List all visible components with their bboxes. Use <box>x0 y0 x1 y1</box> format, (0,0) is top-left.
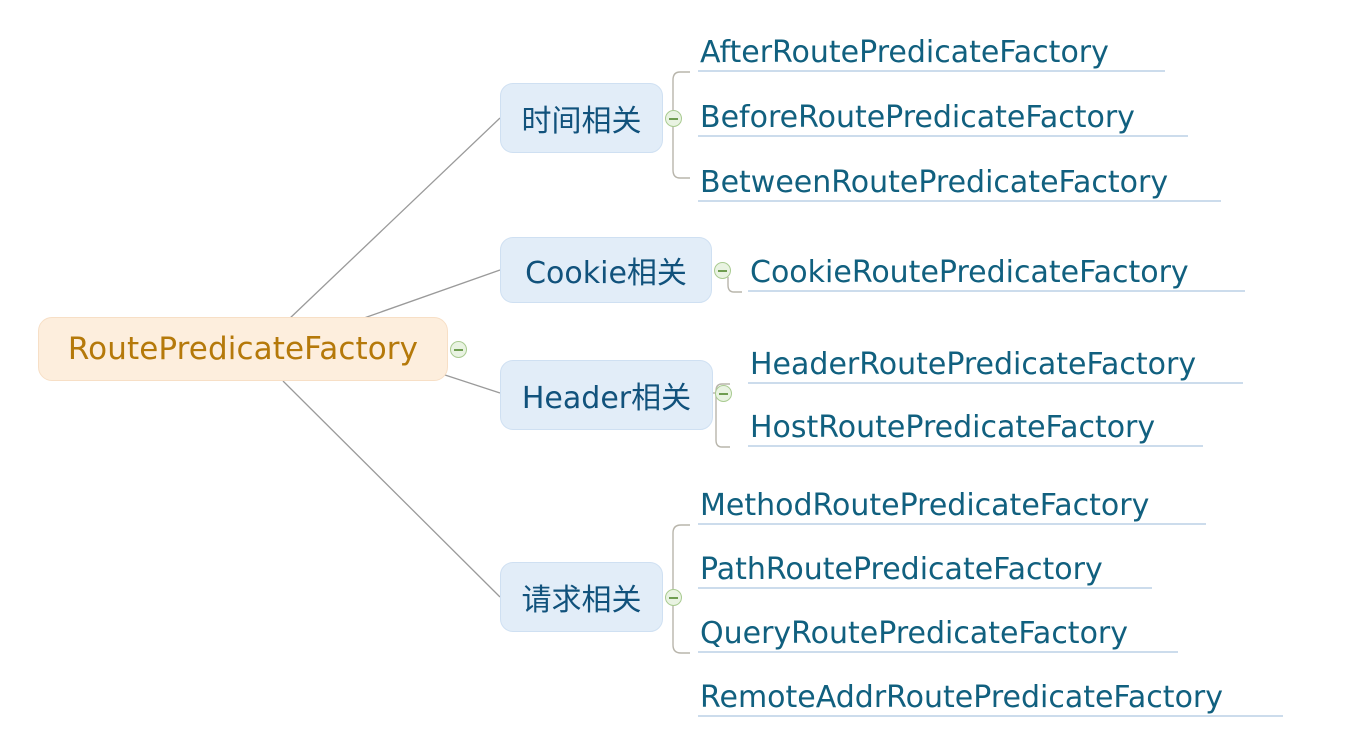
branch-node-time[interactable]: 时间相关 <box>500 83 663 153</box>
leaf-node-before[interactable]: BeforeRoutePredicateFactory <box>698 93 1188 137</box>
branch-node-cookie-label: Cookie相关 <box>525 256 687 291</box>
branch-node-cookie[interactable]: Cookie相关 <box>500 237 712 303</box>
leaf-node-header[interactable]: HeaderRoutePredicateFactory <box>748 340 1243 384</box>
branch-header-collapse-minus-icon[interactable] <box>715 385 732 402</box>
leaf-node-query-label: QueryRoutePredicateFactory <box>700 616 1129 652</box>
leaf-node-header-label: HeaderRoutePredicateFactory <box>750 347 1197 383</box>
root-node-label: RoutePredicateFactory <box>67 331 419 367</box>
leaf-node-after[interactable]: AfterRoutePredicateFactory <box>698 28 1165 72</box>
leaf-node-cookie[interactable]: CookieRoutePredicateFactory <box>748 248 1245 292</box>
leaf-node-between-label: BetweenRoutePredicateFactory <box>700 165 1169 201</box>
branch-request-collapse-minus-icon[interactable] <box>665 589 682 606</box>
leaf-node-before-label: BeforeRoutePredicateFactory <box>700 100 1135 136</box>
branch-node-request[interactable]: 请求相关 <box>500 562 663 632</box>
leaf-node-remoteaddr-label: RemoteAddrRoutePredicateFactory <box>700 680 1224 716</box>
leaf-node-cookie-label: CookieRoutePredicateFactory <box>750 255 1189 291</box>
branch-node-request-label: 请求相关 <box>521 583 642 618</box>
leaf-node-path-label: PathRoutePredicateFactory <box>700 552 1103 588</box>
leaf-node-after-label: AfterRoutePredicateFactory <box>700 35 1109 71</box>
edge-root-to-time <box>287 117 501 321</box>
branch-node-header[interactable]: Header相关 <box>500 360 713 430</box>
root-collapse-minus-icon[interactable] <box>450 341 467 358</box>
leaf-node-remoteaddr[interactable]: RemoteAddrRoutePredicateFactory <box>698 673 1283 717</box>
branch-cookie-collapse-minus-icon[interactable] <box>714 262 731 279</box>
branch-time-collapse-minus-icon[interactable] <box>665 110 682 127</box>
leaf-node-method[interactable]: MethodRoutePredicateFactory <box>698 481 1206 525</box>
leaf-node-between[interactable]: BetweenRoutePredicateFactory <box>698 158 1221 202</box>
root-node[interactable]: RoutePredicateFactory <box>38 317 448 381</box>
branch-node-time-label: 时间相关 <box>521 104 642 139</box>
leaf-node-host[interactable]: HostRoutePredicateFactory <box>748 403 1203 447</box>
branch-node-header-label: Header相关 <box>521 381 692 416</box>
leaf-node-query[interactable]: QueryRoutePredicateFactory <box>698 609 1178 653</box>
edge-root-to-request <box>282 380 501 598</box>
leaf-node-host-label: HostRoutePredicateFactory <box>750 410 1156 446</box>
edge-root-to-header <box>444 374 501 394</box>
leaf-node-method-label: MethodRoutePredicateFactory <box>700 488 1150 524</box>
leaf-node-path[interactable]: PathRoutePredicateFactory <box>698 545 1152 589</box>
